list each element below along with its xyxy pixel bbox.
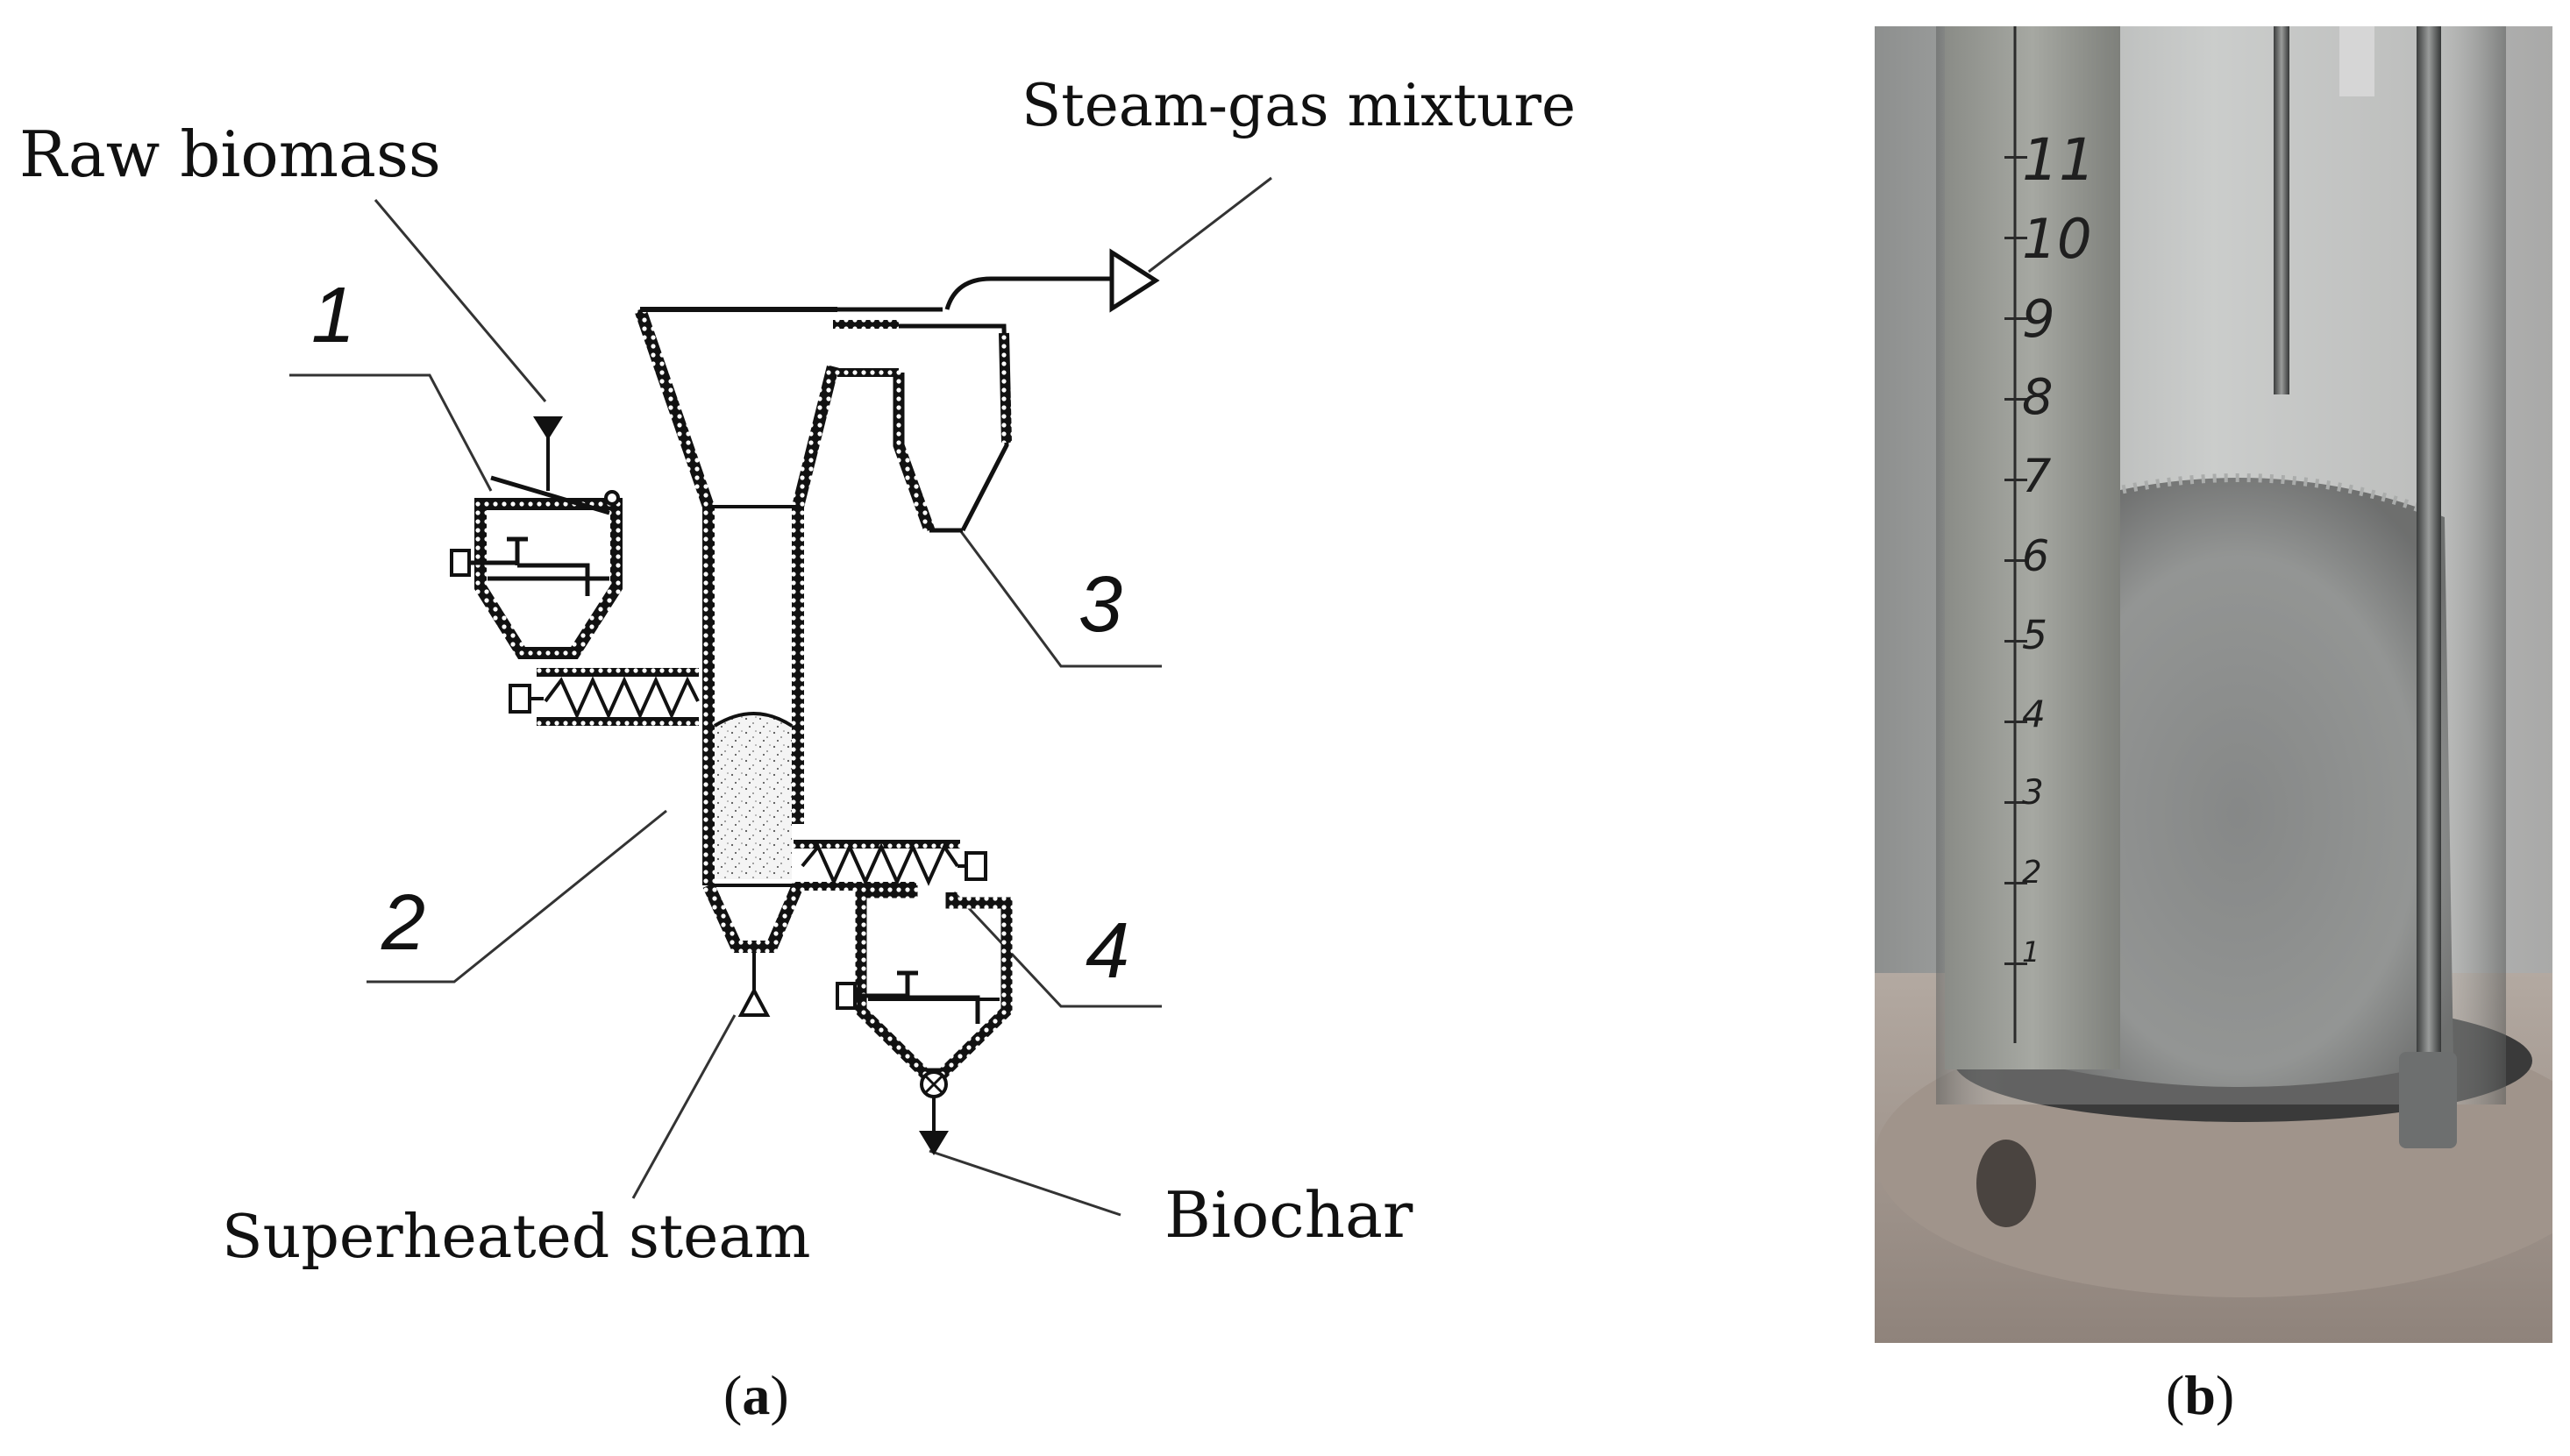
ruler-tick-label: 9 (2022, 288, 2055, 349)
cyclone (893, 248, 1160, 533)
ruler-tick-mark (2004, 801, 2027, 804)
ruler-tick-mark (2004, 559, 2027, 562)
ruler-tick-label: 4 (2022, 692, 2046, 735)
ruler-ticks: 11 10 9 8 7 6 5 4 3 2 1 (1875, 26, 2552, 1343)
reactor (634, 307, 839, 1017)
lower-screw-conveyor (794, 840, 987, 891)
label-steam-gas-mixture: Steam-gas mixture (1022, 72, 1577, 139)
label-superheated-steam: Superheated steam (222, 1203, 811, 1272)
upper-screw-conveyor (509, 668, 700, 726)
ruler-tick-mark (2004, 237, 2027, 239)
ruler-tick-mark (2004, 156, 2027, 159)
callout-number-4: 4 (1086, 907, 1130, 995)
ruler-tick-mark (2004, 398, 2027, 401)
label-raw-biomass: Raw biomass (19, 117, 441, 191)
reactor-photo-art (1875, 26, 2552, 1343)
ruler-tick-label: 1 (2022, 935, 2040, 969)
ruler-tick-mark (2004, 962, 2027, 965)
ruler-tick-label: 10 (2022, 207, 2092, 271)
ruler-tick-mark (2004, 640, 2027, 643)
char-receiver (836, 885, 1013, 1155)
callout-number-2: 2 (381, 879, 426, 967)
caption-b: (b) (2166, 1364, 2235, 1426)
reactor-photo: 11 10 9 8 7 6 5 4 3 2 1 (1875, 26, 2552, 1343)
label-biochar: Biochar (1164, 1178, 1413, 1252)
ruler-tick-label: 8 (2022, 369, 2054, 426)
ruler-tick-label: 5 (2022, 612, 2048, 658)
callout-number-1: 1 (311, 272, 356, 359)
ruler-tick-label: 11 (2022, 126, 2096, 194)
ruler-tick-label: 7 (2022, 450, 2052, 503)
ruler-tick-label: 2 (2022, 855, 2042, 891)
process-schematic (289, 176, 1272, 1217)
caption-a: (a) (723, 1364, 789, 1426)
leader-lines (289, 176, 1272, 1217)
ruler-tick-label: 3 (2022, 773, 2044, 813)
callout-number-3: 3 (1079, 561, 1123, 649)
ruler-tick-mark (2004, 317, 2027, 320)
crossover-duct (833, 307, 943, 377)
ruler-tick-label: 6 (2022, 531, 2050, 581)
ruler-tick-mark (2004, 721, 2027, 723)
ruler-tick-mark (2004, 479, 2027, 481)
ruler-tick-mark (2004, 882, 2027, 884)
feed-hopper (450, 416, 623, 659)
